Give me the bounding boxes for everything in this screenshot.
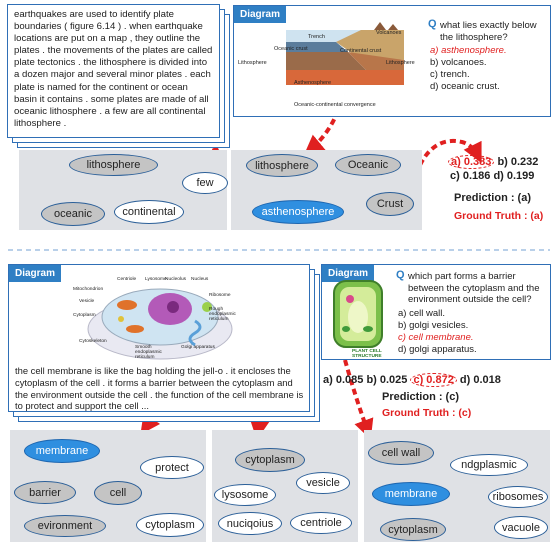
score-a: a) 0.383 xyxy=(448,155,495,169)
cell-diagram-card: Diagram Centriole Lysosome Nucleolus Nuc… xyxy=(8,264,310,412)
graph-node: cell xyxy=(94,481,142,505)
diagram-tag: Diagram xyxy=(9,265,62,282)
score-b: b) 0.232 xyxy=(497,156,539,168)
flow-arrow xyxy=(343,359,374,440)
graph-node: lysosome xyxy=(214,484,276,506)
figure-label: Lithosphere xyxy=(238,60,267,66)
graph-node: cytoplasm xyxy=(136,513,204,537)
option-a: a) cell wall. xyxy=(398,308,445,319)
graph-node: asthenosphere xyxy=(252,200,344,224)
score-d: d) 0.199 xyxy=(493,170,535,182)
figure-label: Asthenosphere xyxy=(294,80,331,86)
figure-label: Lithosphere xyxy=(386,60,415,66)
figure-label: Continental crust xyxy=(340,48,382,54)
cell-label: Smooth endoplasmic reticulum xyxy=(135,345,162,360)
option-d: d) golgi apparatus. xyxy=(398,344,477,355)
option-b: b) volcanoes. xyxy=(430,57,487,68)
plant-diagram-card: Diagram PLANT CELL STRUCTURE Q which par… xyxy=(321,264,551,360)
prediction-text: Prediction : (a) xyxy=(454,192,532,204)
question-mark-icon: Q xyxy=(396,269,405,281)
scores-row: a) 0.383 b) 0.232 xyxy=(448,155,538,169)
option-d: d) oceanic crust. xyxy=(430,81,500,92)
diagram-tag: Diagram xyxy=(234,6,287,23)
scores-row: a) 0.085 b) 0.025 c) 0.872 d) 0.018 xyxy=(323,373,501,387)
figure-caption: Oceanic-continental convergence xyxy=(294,102,376,108)
passage-text: the cell membrane is like the bag holdin… xyxy=(15,365,304,412)
cell-label: Cytoplasm xyxy=(73,313,96,318)
graph-node: cytoplasm xyxy=(380,518,446,541)
score-b: b) 0.025 xyxy=(366,374,408,386)
diagram-card: Diagram Trench Volcanoes Oceanic crust C… xyxy=(233,5,551,117)
figure-label: Oceanic crust xyxy=(274,46,308,52)
cell-label: Nucleolus xyxy=(165,277,187,282)
flow-arrow xyxy=(418,139,482,166)
animal-cell-figure xyxy=(87,288,233,360)
score-c: c) 0.872 xyxy=(410,373,457,387)
question-text: what lies exactly below the lithosphere? xyxy=(440,20,537,43)
scores-row: c) 0.186 d) 0.199 xyxy=(450,170,534,182)
graph-node: vacuole xyxy=(494,516,548,539)
figure-label: Trench xyxy=(308,34,325,40)
cell-label: Vesicle xyxy=(79,299,95,304)
diagram-tag: Diagram xyxy=(322,265,375,282)
question-mark-icon: Q xyxy=(428,18,437,30)
passage-card: earthquakes are used to identify plate b… xyxy=(7,4,220,138)
question-text: which part forms a barrier between the c… xyxy=(408,271,540,305)
option-b: b) golgi vesicles. xyxy=(398,320,469,331)
graph-node: cell wall xyxy=(368,441,434,465)
graph-node: oceanic xyxy=(41,202,105,226)
graph-node: Crust xyxy=(366,192,414,216)
graph-node: ndgplasmic xyxy=(450,454,528,476)
ground-truth-text: Ground Truth : (a) xyxy=(454,210,544,222)
graph-node: lithosphere xyxy=(69,154,158,176)
plate-convergence-figure xyxy=(286,22,404,85)
option-c: c) trench. xyxy=(430,69,470,80)
cell-label: Golgi apparatus xyxy=(181,345,215,350)
passage-text: earthquakes are used to identify plate b… xyxy=(14,9,213,129)
cell-label: Ribosome xyxy=(209,293,231,298)
option-a: a) asthenosphere. xyxy=(430,45,507,56)
graph-node: lithosphere xyxy=(246,154,318,177)
option-c: c) cell membrane. xyxy=(398,332,474,343)
graph-node: centriole xyxy=(290,512,352,534)
graph-node: Oceanic xyxy=(335,154,401,176)
score-c: c) 0.186 xyxy=(450,170,491,182)
graph-node: cytoplasm xyxy=(235,448,305,472)
score-a: a) 0.085 xyxy=(323,374,364,386)
graph-node: nuciqoius xyxy=(218,512,282,535)
graph-node: membrane xyxy=(372,482,450,506)
graph-node: vesicle xyxy=(296,472,350,494)
graph-node: membrane xyxy=(24,439,100,463)
graph-node: evironment xyxy=(24,515,106,537)
cell-label: Centriole xyxy=(117,277,137,282)
prediction-text: Prediction : (c) xyxy=(382,391,460,403)
cell-label: Mitochondrion xyxy=(73,287,104,292)
graph-node: few xyxy=(182,172,228,194)
ground-truth-text: Ground Truth : (c) xyxy=(382,407,472,419)
plant-cell-figure xyxy=(333,280,383,348)
graph-node: continental xyxy=(114,200,184,224)
figure-label: Volcanoes xyxy=(376,30,402,36)
cell-label: Cytoskeleton xyxy=(79,339,107,344)
graph-node: barrier xyxy=(14,481,76,504)
cell-label: Lysosome xyxy=(145,277,167,282)
plant-cell-caption: PLANT CELL STRUCTURE xyxy=(352,349,382,359)
graph-node: protect xyxy=(140,456,204,479)
cell-label: Nucleus xyxy=(191,277,209,282)
graph-node: ribosomes xyxy=(488,486,548,508)
score-d: d) 0.018 xyxy=(459,374,501,386)
cell-label: Rough endoplasmic reticulum xyxy=(209,307,236,322)
